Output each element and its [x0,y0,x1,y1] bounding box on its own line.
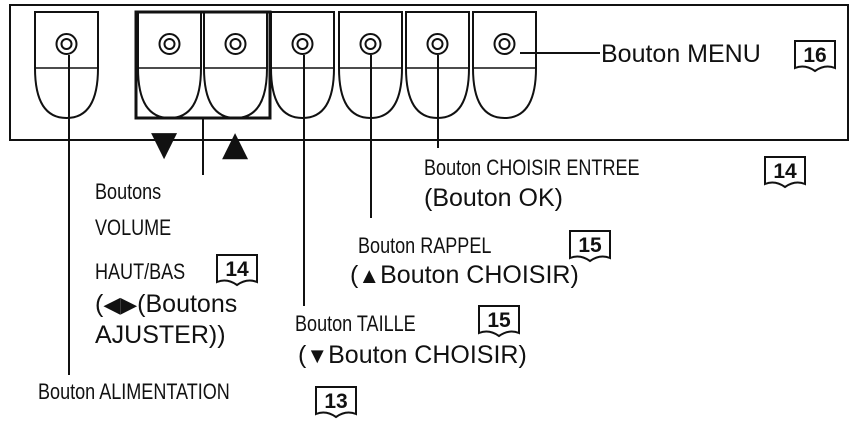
volume-up-button[interactable] [203,11,268,120]
panel-body [9,4,849,141]
volume-label-line2: VOLUME [95,215,172,240]
input-button-sublabel: (Bouton OK) [424,184,563,212]
left-right-triangle-icon: ◀▶ [103,292,138,317]
menu-button[interactable] [472,11,537,120]
volume-label-line3: HAUT/BAS [95,259,186,284]
input-page-number: 14 [773,160,797,183]
power-button-label: Bouton ALIMENTATION [38,379,230,404]
size-button-sublabel: (▼Bouton CHOISIR) [298,341,527,370]
menu-button-label: Bouton MENU [601,40,761,68]
volume-label-line4: (◀▶(Boutons [95,290,237,319]
volume-down-button[interactable] [137,11,202,120]
volume-page-number: 14 [225,258,249,281]
up-arrow-icon: ▲ [222,124,249,164]
up-triangle-icon: ▲ [358,263,381,288]
size-page-ref: 15 [477,303,521,339]
recall-page-number: 15 [578,234,602,257]
size-button-label: Bouton TAILLE [295,311,416,336]
recall-page-ref: 15 [568,228,612,264]
recall-paren: ( [350,261,359,289]
recall-button-label: Bouton RAPPEL [358,233,492,258]
recall-button-sublabel: (▲Bouton CHOISIR) [350,261,579,290]
power-page-ref: 13 [314,384,358,420]
size-paren: ( [298,341,307,369]
size-button[interactable] [270,11,335,120]
volume-paren: ( [95,290,104,318]
volume-label-line1: Boutons [95,179,162,204]
volume-label-line5: AJUSTER)) [95,321,226,349]
menu-page-ref: 16 [793,38,837,74]
size-select-text: Bouton CHOISIR) [328,341,527,369]
volume-adjust-text: (Boutons [137,290,238,318]
power-page-number: 13 [324,390,348,413]
size-page-number: 15 [487,309,511,332]
button-row [34,11,537,120]
recall-select-text: Bouton CHOISIR) [380,261,579,289]
input-page-ref: 14 [763,154,807,190]
down-arrow-icon: ▼ [151,124,178,164]
down-triangle-icon: ▼ [306,343,329,368]
menu-page-number: 16 [803,44,827,67]
input-button-label: Bouton CHOISIR ENTREE [424,155,640,180]
power-button[interactable] [34,11,99,120]
volume-page-ref: 14 [215,252,259,288]
